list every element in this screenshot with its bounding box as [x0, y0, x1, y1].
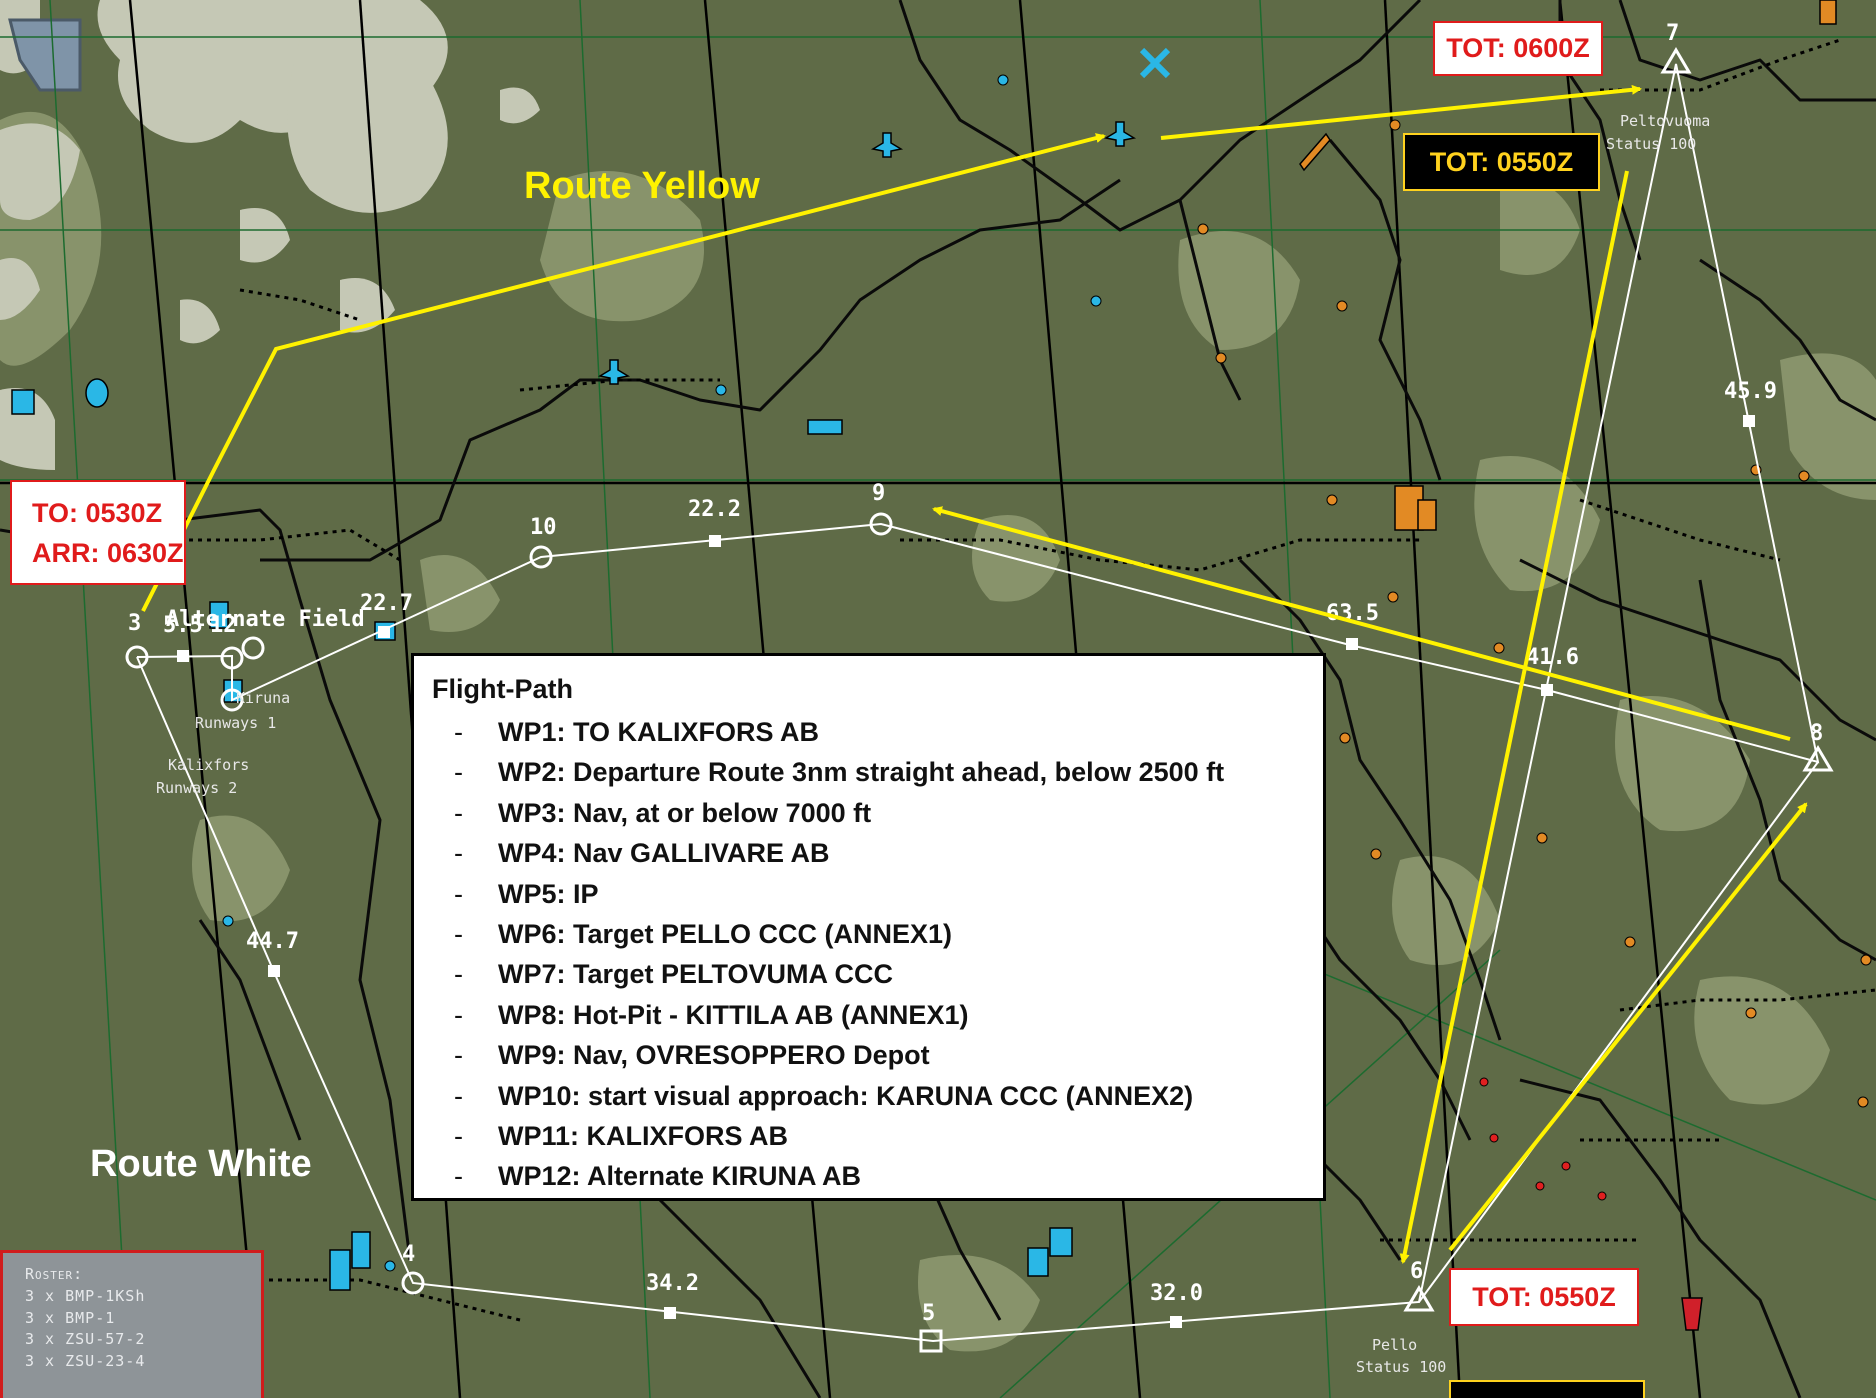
list-dash: - [454, 1121, 463, 1152]
leg-distance: 45.9 [1724, 379, 1777, 404]
waypoint-label-4: 4 [402, 1242, 415, 1267]
waypoint-label-9: 9 [872, 481, 885, 506]
waypoint-label-8: 8 [1810, 721, 1823, 746]
route-white-return [1418, 761, 1819, 1303]
waypoint-label-12: 12 [210, 613, 237, 638]
flight-path-item: - WP12: Alternate KIRUNA AB [432, 1156, 1303, 1196]
waypoint-label-7: 7 [1666, 21, 1679, 46]
route-yellow-label: Route Yellow [524, 165, 760, 207]
flight-path-item: - WP4: Nav GALLIVARE AB [432, 833, 1303, 873]
waypoint-label-5: 5 [922, 1301, 935, 1326]
takeoff-time-callout: TO: 0530Z ARR: 0630Z [10, 480, 186, 585]
list-dash: - [454, 878, 463, 909]
waypoint-description: WP11: KALIXFORS AB [498, 1121, 789, 1152]
flight-path-item: - WP6: Target PELLO CCC (ANNEX1) [432, 914, 1303, 954]
route-white-label: Route White [90, 1143, 312, 1185]
leg-markers [177, 415, 1755, 1328]
waypoint-description: WP6: Target PELLO CCC (ANNEX1) [498, 919, 953, 950]
tot-wp6-black-callout [1449, 1380, 1645, 1398]
list-dash: - [454, 959, 463, 990]
roster-item: 3 x BMP-1 [25, 1308, 116, 1327]
waypoint-description: WP9: Nav, OVRESOPPERO Depot [498, 1040, 930, 1071]
list-dash: - [454, 717, 463, 747]
list-dash: - [454, 1161, 463, 1192]
leg-distance: 41.6 [1526, 645, 1579, 670]
pello-label: Pello [1372, 1336, 1417, 1354]
waypoint-description: WP12: Alternate KIRUNA AB [498, 1161, 862, 1192]
alternate-field-label: Alternate Field [166, 607, 365, 632]
kiruna-label: Kiruna [236, 689, 290, 707]
flight-path-item: - WP10: start visual approach: KARUNA CCC… [432, 1076, 1303, 1116]
flight-path-item: - WP9: Nav, OVRESOPPERO Depot [432, 1035, 1303, 1075]
leg-distance: 5.5 [163, 613, 203, 638]
terrain-patches [0, 111, 1876, 1352]
kalixfors-label: Kalixfors [168, 756, 249, 774]
waypoint-label-6: 6 [1410, 1259, 1423, 1284]
flight-path-item: - WP5: IP [432, 874, 1303, 914]
route-white-path [136, 63, 1820, 1343]
list-dash: - [454, 1040, 463, 1071]
list-dash: - [454, 1080, 463, 1111]
waypoint-description: WP5: IP [498, 878, 599, 909]
crossed-runway-icon [1139, 47, 1171, 79]
flight-path-item: - WP8: Hot-Pit - KITTILA AB (ANNEX1) [432, 995, 1303, 1035]
waypoint-label-10: 10 [530, 515, 557, 540]
tot-wp7-black-callout: TOT: 0550Z [1403, 133, 1600, 191]
roster-panel[interactable]: Roster: 3 x BMP-1KSh 3 x BMP-1 3 x ZSU-5… [0, 1250, 264, 1398]
list-dash: - [454, 757, 463, 788]
flight-path-item: - WP3: Nav, at or below 7000 ft [432, 793, 1303, 833]
waypoint-description: WP1: TO KALIXFORS AB [498, 717, 820, 747]
kiruna-runways-label: Runways 1 [195, 714, 276, 732]
leg-distance: 34.2 [646, 1271, 699, 1296]
snow-areas [0, 0, 540, 470]
flight-path-item: - WP2: Departure Route 3nm straight ahead… [432, 752, 1303, 792]
tot-wp6-callout: TOT: 0550Z [1449, 1268, 1639, 1326]
waypoint-description: WP3: Nav, at or below 7000 ft [498, 797, 872, 828]
leg-distance: 22.7 [360, 591, 413, 616]
waypoint-description: WP2: Departure Route 3nm straight ahead,… [498, 757, 1225, 788]
list-dash: - [454, 999, 463, 1030]
peltovuoma-label: Peltovuoma [1620, 112, 1710, 130]
arrival-time: ARR: 0630Z [32, 537, 184, 568]
waypoint-description: WP7: Target PELTOVUMA CCC [498, 959, 894, 990]
waypoint-description: WP8: Hot-Pit - KITTILA AB (ANNEX1) [498, 999, 969, 1030]
cyan-markers [222, 74, 1102, 1272]
leg-distance: 22.2 [688, 497, 741, 522]
list-dash: - [454, 919, 463, 950]
roster-item: 3 x ZSU-23-4 [25, 1351, 146, 1370]
takeoff-time: TO: 0530Z [32, 497, 163, 528]
flight-path-title: Flight-Path [432, 674, 573, 704]
roster-title: Roster: [25, 1265, 84, 1283]
flight-path-item: - WP11: KALIXFORS AB [432, 1116, 1303, 1156]
waypoint-description: WP10: start visual approach: KARUNA CCC … [498, 1080, 1194, 1111]
tot-wp7-callout: TOT: 0600Z [1433, 21, 1603, 76]
depot-icons [1299, 0, 1837, 531]
radar-icon [85, 378, 109, 408]
roster-item: 3 x BMP-1KSh [25, 1287, 146, 1305]
waypoint-markers [125, 47, 1834, 1353]
flight-path-panel: Flight-Path - WP1: TO KALIXFORS AB - WP2: … [411, 653, 1326, 1201]
waypoint-label-3: 3 [128, 611, 141, 636]
kalixfors-runways-label: Runways 2 [156, 779, 237, 797]
roster-item: 3 x ZSU-57-2 [25, 1330, 146, 1348]
list-dash: - [454, 797, 463, 828]
flight-path-item: - WP7: Target PELTOVUMA CCC [432, 954, 1303, 994]
leg-distance: 32.0 [1150, 1281, 1203, 1306]
sam-threat-icon [1681, 1297, 1703, 1331]
red-markers [1479, 1077, 1607, 1201]
peltovuoma-status-label: Status 100 [1606, 135, 1696, 153]
list-dash: - [454, 838, 463, 869]
town-markers [1197, 119, 1872, 1110]
pello-status-label: Status 100 [1356, 1358, 1446, 1376]
waypoint-description: WP4: Nav GALLIVARE AB [498, 838, 830, 869]
leg-distance: 44.7 [246, 929, 299, 954]
flight-path-item: - WP1: TO KALIXFORS AB [432, 712, 1303, 752]
